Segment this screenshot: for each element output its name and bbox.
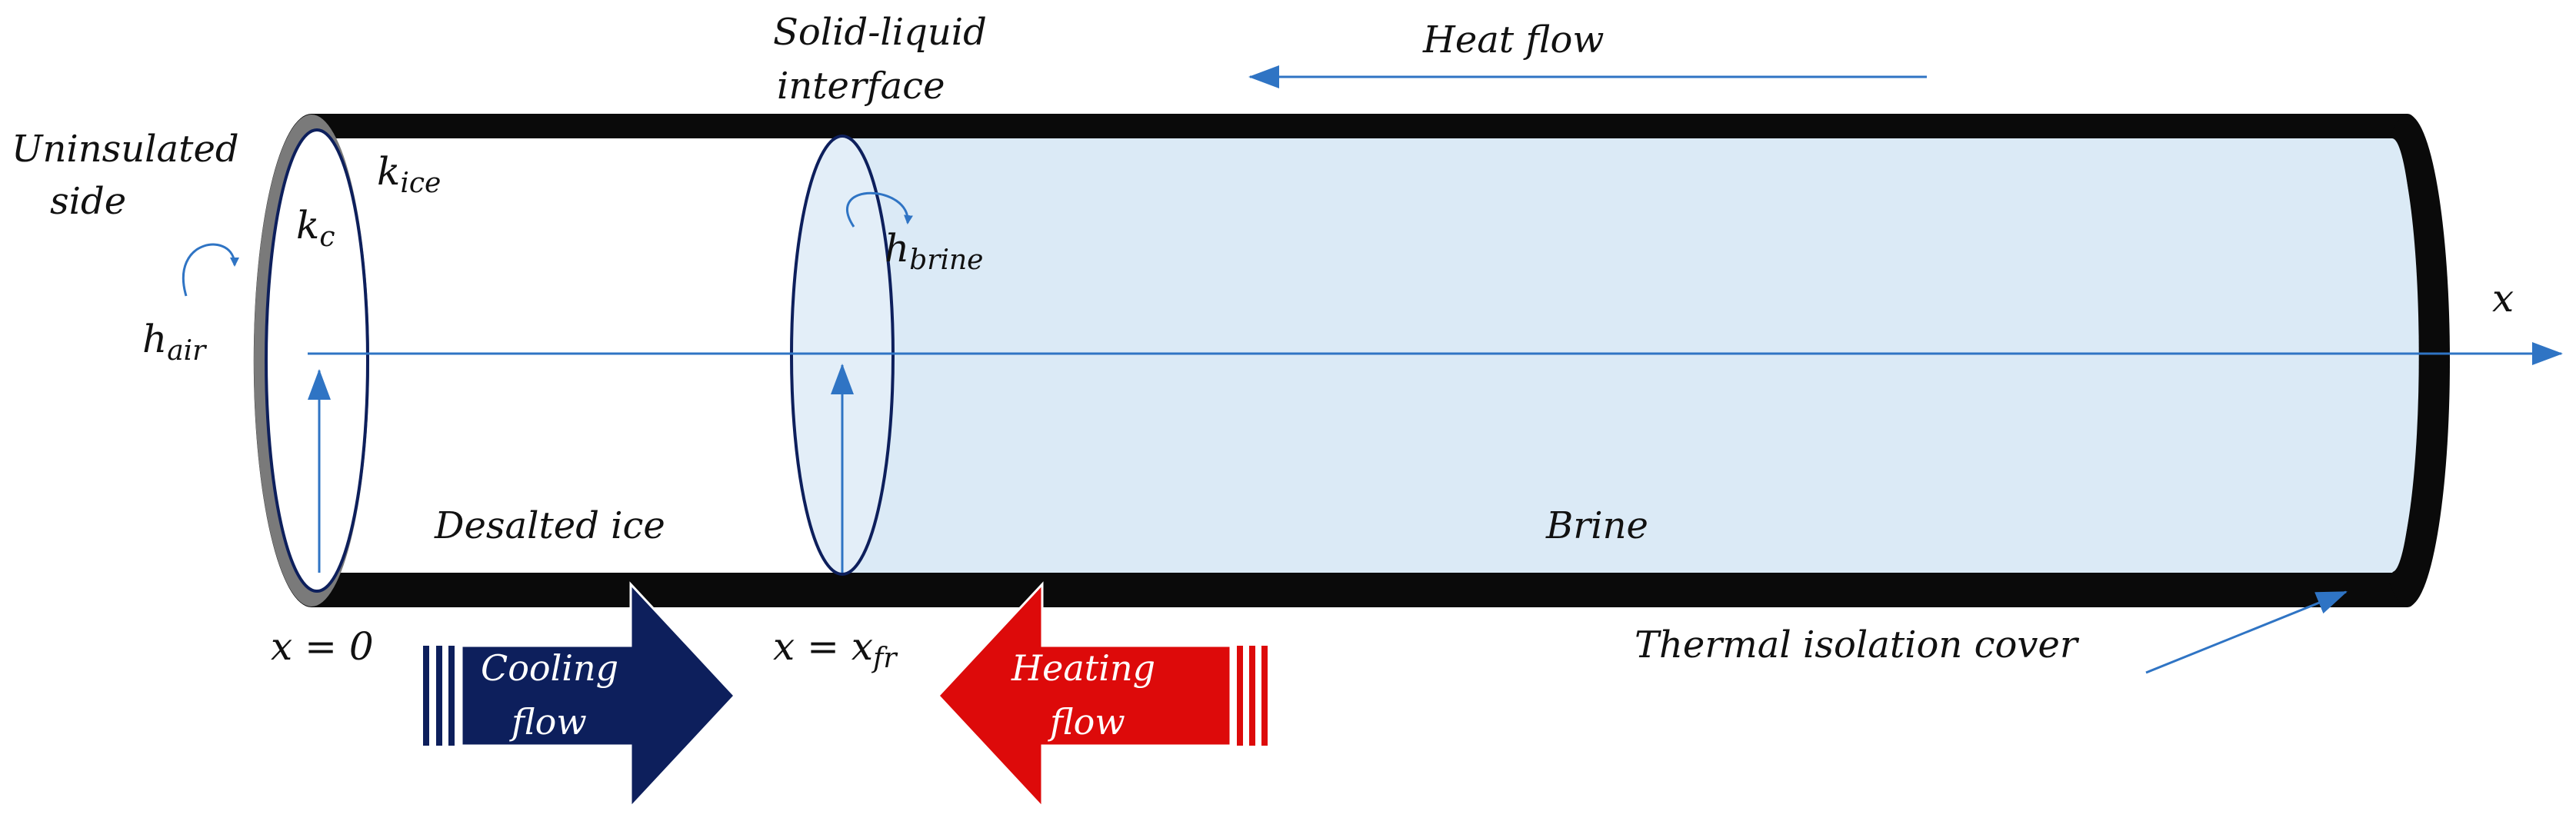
solid-liquid-interface <box>790 135 895 576</box>
solid-liquid-label-line1: Solid-liquid <box>773 11 987 54</box>
cooling-label-line2: flow <box>509 701 587 743</box>
heating-flow-arrow: Heating flow <box>936 581 1268 810</box>
uninsulated-label-line1: Uninsulated <box>12 128 239 171</box>
cooling-flow-arrow: Cooling flow <box>423 581 737 810</box>
h-brine-label: hbrine <box>885 226 983 276</box>
h-air-label: hair <box>142 317 207 367</box>
k-ice-label: kice <box>377 149 441 199</box>
heating-label-line2: flow <box>1048 701 1125 743</box>
k-c-label: kc <box>296 203 335 253</box>
cooling-label-line1: Cooling <box>481 647 618 689</box>
left-end-cap <box>254 115 369 607</box>
h-air-curve-icon <box>182 243 239 297</box>
thermal-isolation-pointer <box>2145 590 2348 674</box>
heating-label-line1: Heating <box>1011 647 1155 689</box>
x-fr-label: x = xfr <box>773 624 898 674</box>
brine-region <box>801 138 2419 573</box>
heat-flow-label: Heat flow <box>1422 18 1604 61</box>
desalted-ice-label: Desalted ice <box>434 504 665 547</box>
thermal-isolation-label: Thermal isolation cover <box>1635 623 2080 666</box>
brine-label: Brine <box>1545 504 1648 547</box>
desalted-ice-region <box>308 138 842 573</box>
solid-liquid-label-line2: interface <box>777 65 945 108</box>
x-axis-label: x <box>2492 276 2514 321</box>
x-zero-label: x = 0 <box>271 624 374 669</box>
uninsulated-label-line2: side <box>50 180 126 223</box>
h-brine-curve-icon <box>846 191 913 228</box>
